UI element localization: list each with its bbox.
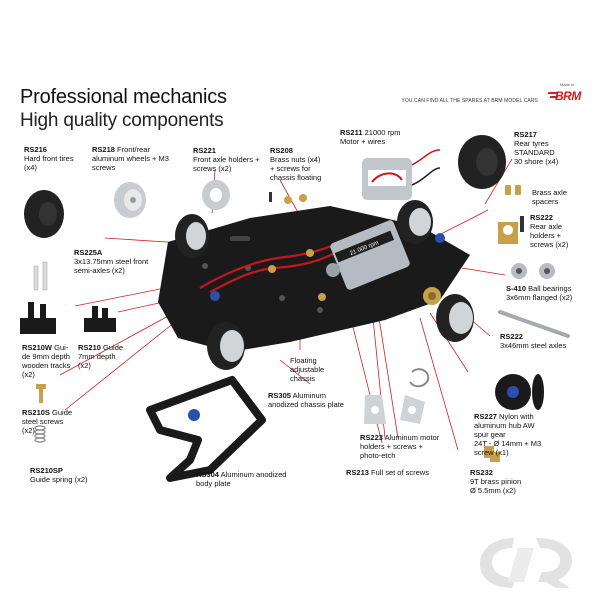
part-label-rs213: RS213 Full set of screws [346, 468, 429, 477]
rs208-nuts-image [269, 192, 307, 204]
semi-axles-image [33, 261, 48, 291]
brass-spacers-image [505, 185, 521, 195]
footer-watermark-logo [480, 538, 572, 588]
page-subtitle: High quality components [20, 110, 224, 131]
part-label-rs305: RS305 Aluminum anodized chassis plate [268, 391, 344, 409]
part-label-rs223: RS223 Aluminum motor holders + screws + … [360, 433, 440, 460]
body-plate-image [146, 376, 266, 482]
brass-nuts [268, 249, 326, 301]
rs211-motor-image [362, 149, 441, 200]
rs217-tire-image [458, 135, 506, 189]
guide-image [84, 306, 116, 332]
part-label-rs210w: RS210W Gui- de 9mm depth wooden tracks (… [22, 343, 71, 379]
rs221-holder-image [202, 180, 230, 210]
motor: 21 000 rpm [326, 220, 410, 290]
guide-wood-image [20, 302, 56, 334]
bearings-image [511, 263, 555, 279]
chassis-plate-parts-image [364, 368, 430, 424]
part-label-rs227: RS227 Nylon with aluminum hub AW spur ge… [474, 412, 542, 457]
rear-wheels [397, 200, 474, 342]
part-label-rs210s: RS210S Guide steel screws (x2) [22, 408, 73, 435]
rs218-wheel-image [114, 182, 146, 218]
pinion-image [484, 446, 500, 462]
rs222-holders-image [498, 216, 524, 244]
rs216-tire-image [24, 190, 64, 238]
spares-tagline: YOU CAN FIND ALL THE SPARES AT BRM MODEL… [401, 98, 538, 104]
guide-spring-image [34, 425, 46, 443]
brand-small-text: Made in [560, 82, 575, 87]
spur-gear-image [495, 374, 544, 410]
front-wheels [175, 214, 245, 370]
part-label-rs211: RS211 21000 rpm Motor + wires [340, 128, 401, 146]
part-label-brass-spacers: Brass axle spacers [532, 188, 568, 206]
part-label-floating-chassis: Floating adjustable chassis [290, 356, 325, 383]
guide-screw-image [36, 384, 46, 403]
part-label-s410: S-410 Ball bearings 3x6mm flanged (x2) [506, 284, 573, 302]
page-title: Professional mechanics [20, 86, 227, 108]
part-label-rs304: RS304 Aluminum anodized body plate [196, 470, 287, 488]
part-label-rs218: RS218 Front/rear aluminum wheels + M3 sc… [92, 145, 169, 172]
steel-axle-image [498, 310, 570, 338]
brand-name: BRM [555, 89, 581, 103]
brm-logo: Made in BRM [547, 82, 586, 104]
part-label-rs210: RS210 Guide 7mm depth (x2) [78, 343, 124, 370]
